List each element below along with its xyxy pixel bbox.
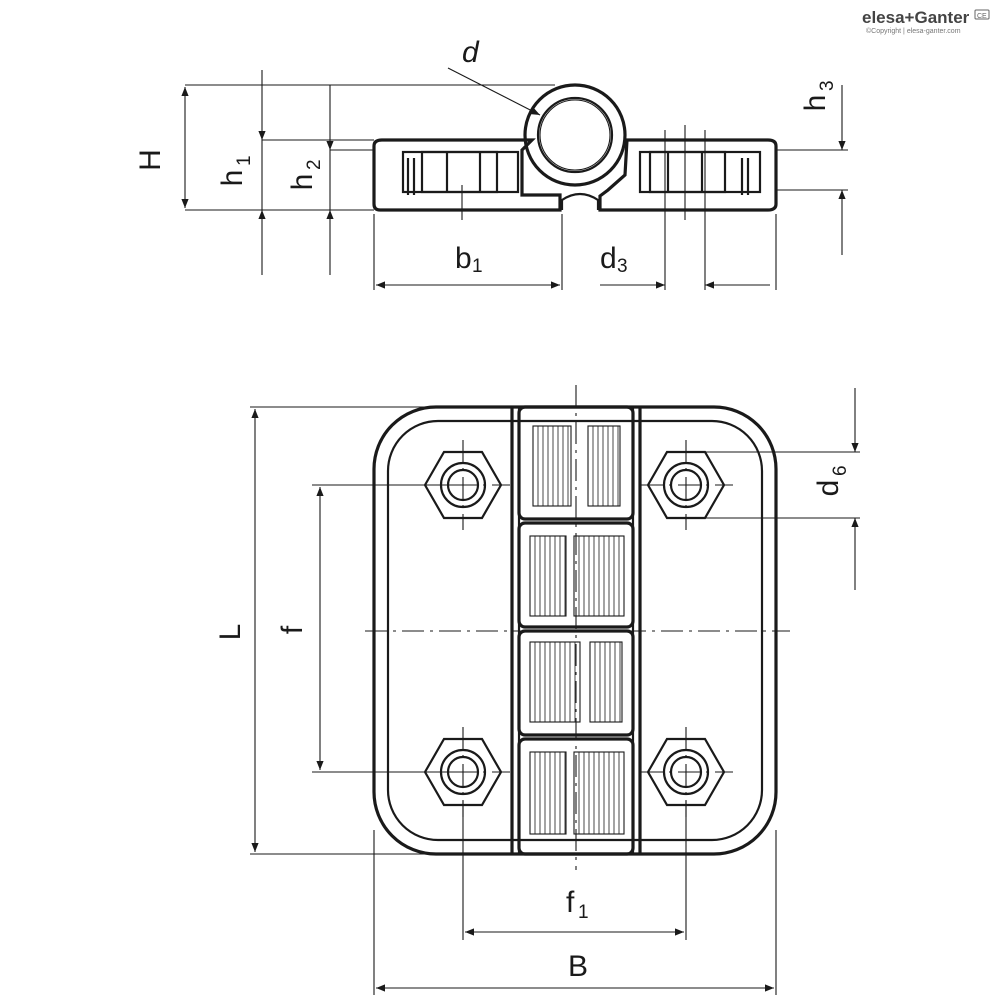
label-h1: h 1 [216,155,255,186]
front-plan-view: L f d 6 f 1 B [214,385,860,995]
left-screw-pocket [401,150,520,194]
svg-text:h: h [216,170,249,187]
label-f: f [276,625,309,634]
label-d3: d 3 [600,242,628,277]
ce-mark-icon [974,9,990,20]
leaf-gap [560,192,600,210]
svg-text:d: d [812,480,845,497]
hinge-body-inner [386,419,764,842]
side-section-view: d H h 1 h 2 h 3 b 1 d 3 [134,36,848,290]
right-insert [648,150,727,194]
svg-text:b: b [455,242,472,275]
label-h3: h 3 [799,80,838,111]
svg-text:h: h [799,95,832,112]
label-d6: d 6 [812,465,851,496]
knuckle-segments [517,405,635,856]
front-extension-lines [250,406,860,995]
right-leaf-section [598,138,778,212]
label-B: B [568,950,588,983]
label-d: d [462,36,480,69]
pin-outline [536,96,614,174]
left-insert [420,150,499,194]
side-extension-lines [185,84,848,290]
label-L: L [214,624,247,641]
right-nut-slot [740,158,750,195]
label-b1: b 1 [455,242,483,277]
label-f1: f 1 [566,886,589,923]
ce-mark-label: CE [977,13,987,20]
svg-text:2: 2 [304,159,325,170]
label-H: H [134,149,167,171]
svg-text:h: h [286,174,319,191]
front-dimension-lines [251,388,859,992]
left-leaf-section [372,138,562,212]
svg-text:3: 3 [817,80,838,91]
knuckle-section [523,83,627,187]
brand-name: elesa+Ganter [862,8,970,27]
svg-text:1: 1 [472,256,483,277]
svg-text:1: 1 [578,902,589,923]
label-h2: h 2 [286,159,325,190]
svg-text:1: 1 [234,155,255,166]
brand-copyright: ©Copyright | elesa-ganter.com [866,27,961,35]
brand-logo: elesa+Ganter ©Copyright | elesa-ganter.c… [862,8,990,35]
svg-text:f: f [566,886,575,919]
left-nut-slot [406,158,416,195]
hinge-pin [539,99,611,171]
svg-text:d: d [600,242,617,275]
svg-text:3: 3 [617,256,628,277]
side-dimension-lines [181,67,846,289]
svg-text:6: 6 [830,465,851,476]
